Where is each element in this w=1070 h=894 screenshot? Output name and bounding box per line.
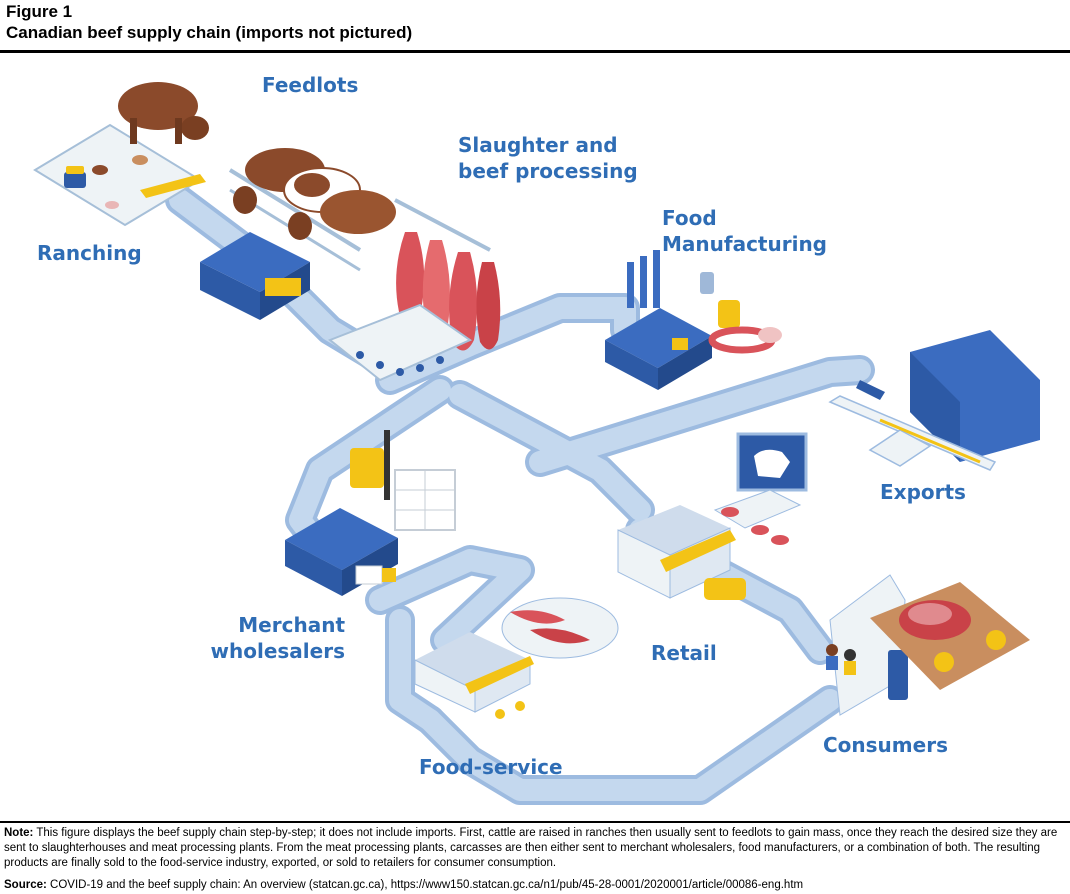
ranch-illustration <box>33 82 209 227</box>
label-retail: Retail <box>651 641 717 665</box>
exports-illustration <box>828 330 1040 471</box>
note-label: Note: <box>4 827 34 839</box>
food-service-illustration <box>414 597 619 719</box>
label-food-manufacturing-line1: Food <box>662 206 717 230</box>
source-label: Source: <box>4 879 47 891</box>
top-rule <box>0 50 1070 53</box>
figure-title: Canadian beef supply chain (imports not … <box>6 23 413 42</box>
supply-chain-diagram: Feedlots Ranching Slaughter and beef pro… <box>0 54 1070 820</box>
figure-label: Figure 1 <box>6 2 73 21</box>
label-consumers: Consumers <box>823 733 948 757</box>
note-text: This figure displays the beef supply cha… <box>4 827 1058 869</box>
label-merchant-line1: Merchant <box>238 613 345 637</box>
feedlot-illustration <box>200 148 396 320</box>
label-slaughter-line2: beef processing <box>458 159 638 183</box>
figure-source: Source: COVID-19 and the beef supply cha… <box>4 878 1066 892</box>
bottom-rule <box>0 821 1070 823</box>
label-feedlots: Feedlots <box>262 73 359 97</box>
merchant-wholesaler-illustration <box>285 430 456 596</box>
label-food-manufacturing-line2: Manufacturing <box>662 232 827 256</box>
source-text: COVID-19 and the beef supply chain: An o… <box>50 879 804 891</box>
figure-note: Note: This figure displays the beef supp… <box>4 826 1066 871</box>
label-ranching: Ranching <box>37 241 142 265</box>
retail-illustration <box>617 432 808 600</box>
label-slaughter-line1: Slaughter and <box>458 133 618 157</box>
consumers-illustration <box>826 574 1030 716</box>
supply-chain-illustration <box>33 82 1040 805</box>
slaughter-illustration <box>328 198 501 382</box>
label-food-service: Food-service <box>419 755 563 779</box>
label-exports: Exports <box>880 480 966 504</box>
food-manufacturing-illustration <box>605 250 782 390</box>
label-merchant-line2: wholesalers <box>210 639 345 663</box>
